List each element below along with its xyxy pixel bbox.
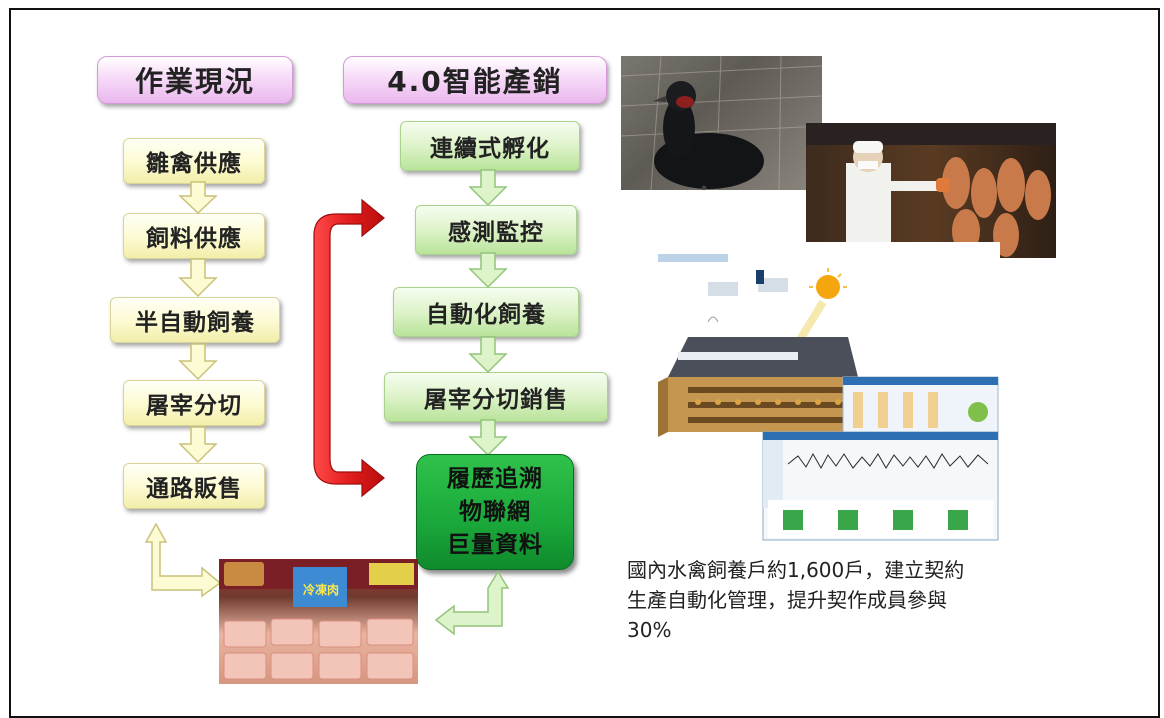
smart-step-1: 連續式孵化: [400, 121, 580, 171]
header-smart-production: 4.0智能產銷: [343, 56, 607, 104]
down-arrow-icon: [468, 336, 508, 374]
processing-worker-photo: [806, 123, 1056, 258]
header-current-status: 作業現況: [97, 56, 293, 104]
traceability-iot-bigdata-box: 履歷追溯 物聯網 巨量資料: [416, 454, 574, 570]
smart-step-3: 自動化飼養: [393, 287, 579, 337]
down-arrow-icon: [178, 343, 218, 381]
current-step-4: 屠宰分切: [123, 380, 265, 426]
final-line-3: 巨量資料: [447, 531, 543, 558]
down-arrow-icon: [468, 252, 508, 289]
final-line-2: 物聯網: [459, 498, 531, 525]
final-line-1: 履歷追溯: [447, 465, 543, 492]
smart-step-4: 屠宰分切銷售: [384, 372, 608, 422]
bent-arrow-icon: [434, 570, 510, 636]
iot-monitoring-illustration: [648, 242, 1000, 542]
down-arrow-icon: [178, 181, 218, 215]
smart-step-2: 感測監控: [415, 205, 577, 255]
current-step-2: 飼料供應: [123, 213, 265, 259]
upgrade-arrow-icon: [313, 198, 385, 498]
bent-arrow-icon: [144, 522, 222, 598]
current-step-5: 通路販售: [123, 463, 265, 509]
duck-photo: [621, 56, 822, 190]
caption-line-2: 生產自動化管理，提升契作成員參與: [627, 588, 947, 612]
current-step-1: 雛禽供應: [123, 138, 265, 184]
supermarket-meat-photo: 冷凍肉: [219, 559, 418, 684]
caption-line-3: 30%: [627, 618, 672, 642]
caption-text: 國內水禽飼養戶約1,600戶，建立契約 生產自動化管理，提升契作成員參與 30%: [627, 555, 1067, 645]
current-step-3: 半自動飼養: [110, 297, 280, 343]
down-arrow-icon: [178, 258, 218, 298]
down-arrow-icon: [178, 426, 218, 464]
market-sign: 冷凍肉: [302, 583, 339, 597]
down-arrow-icon: [468, 169, 508, 207]
caption-line-1: 國內水禽飼養戶約1,600戶，建立契約: [627, 558, 965, 582]
down-arrow-icon: [468, 419, 508, 457]
